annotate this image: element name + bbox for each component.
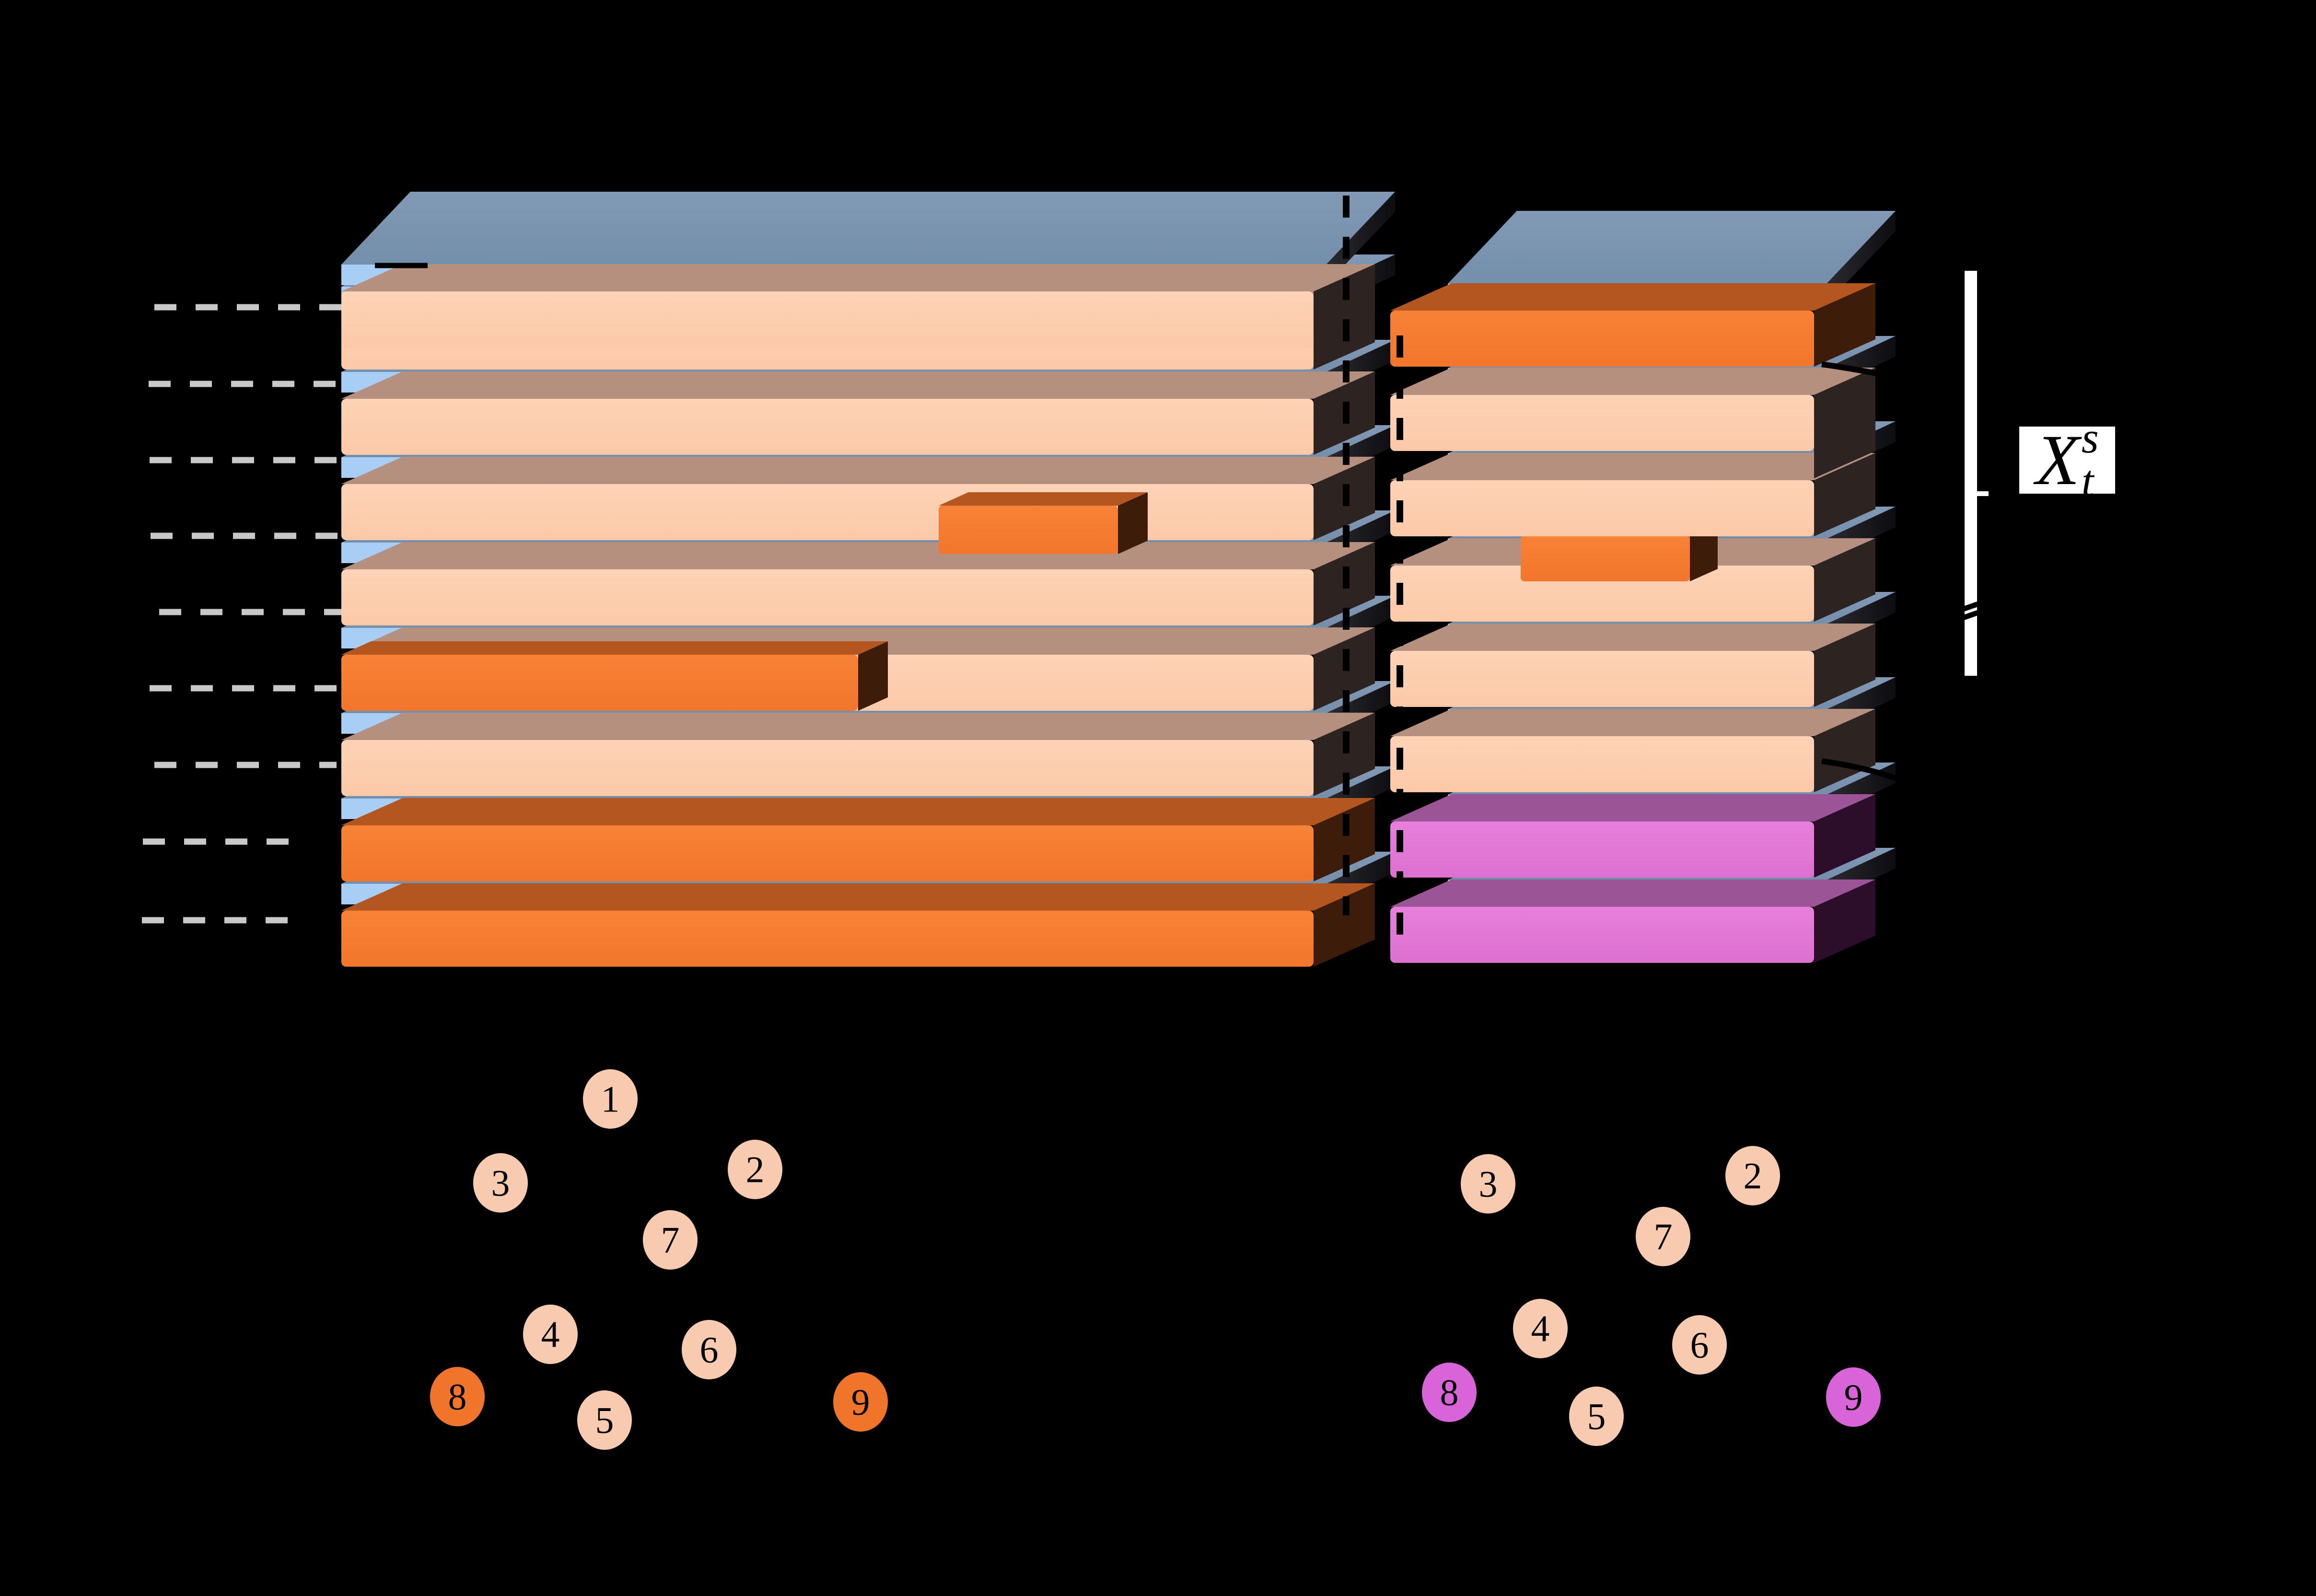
xts-label: X s t [2019,416,2115,505]
graph-node-circle [1672,1315,1727,1375]
graph-node-7[interactable]: 7 [643,1210,698,1270]
right-layer-4 [1390,507,1896,622]
leader-line-upper [1821,361,1953,392]
graph-node-7[interactable]: 7 [1636,1207,1690,1266]
left-highlight-block-layer6 [341,641,888,711]
graph-node-label: 4 [541,1314,560,1355]
graph-node-1[interactable]: 1 [583,1069,638,1129]
graph-node-circle [1725,1146,1780,1205]
graph-node-circle [430,1367,485,1426]
left-node-graph: 1 2 3 7 4 6 8 5 9 [430,1069,888,1450]
graph-node-circle [583,1069,638,1129]
graph-node-circle [1826,1367,1881,1427]
graph-node-6[interactable]: 6 [682,1320,736,1379]
graph-node-label: 3 [1479,1163,1498,1205]
graph-node-circle [1422,1363,1477,1422]
graph-node-label: 9 [1844,1376,1863,1418]
graph-node-6[interactable]: 6 [1672,1315,1727,1375]
graph-node-circle [728,1140,782,1199]
graph-node-circle [833,1372,888,1432]
left-layer-1 [341,192,1395,347]
leader-line-lower [1821,758,1954,804]
graph-node-label: 1 [601,1078,620,1120]
left-layer-stack [341,192,1395,967]
graph-node-circle [577,1390,632,1450]
xts-label-superscript: s [2081,413,2099,463]
right-layer-1 [1390,211,1896,367]
graph-node-label: 6 [700,1329,719,1371]
graph-node-label: 6 [1690,1324,1709,1366]
graph-node-label: 8 [1440,1372,1459,1413]
xts-label-scripts: s t [2081,416,2099,505]
leader-lines [1821,361,1954,804]
graph-node-5[interactable]: 5 [1569,1387,1624,1446]
graph-node-label: 2 [1744,1155,1762,1197]
graph-node-4[interactable]: 4 [1513,1299,1568,1358]
graph-node-label: 4 [1531,1308,1550,1350]
graph-node-3[interactable]: 3 [1461,1154,1515,1214]
graph-node-3[interactable]: 3 [473,1153,528,1213]
graph-node-circle [643,1210,698,1270]
graph-node-5[interactable]: 5 [577,1390,632,1450]
xts-label-base: X [2036,420,2080,500]
range-bracket [1958,271,1989,676]
right-layer-stack [1390,211,1896,963]
graph-node-circle [1513,1299,1568,1358]
graph-node-circle [523,1305,578,1364]
graph-node-8[interactable]: 8 [1422,1363,1477,1422]
graph-node-circle [1569,1387,1624,1446]
graph-node-label: 7 [661,1219,680,1261]
graph-node-label: 9 [851,1381,870,1423]
graph-node-label: 8 [448,1376,467,1418]
right-node-graph: 2 3 7 4 6 8 5 9 [1422,1146,1881,1446]
graph-node-9[interactable]: 9 [1826,1367,1881,1427]
graph-node-label: 5 [1587,1396,1606,1437]
graph-node-circle [1461,1154,1515,1214]
graph-node-9[interactable]: 9 [833,1372,888,1432]
graph-node-2[interactable]: 2 [1725,1146,1780,1205]
graph-node-8[interactable]: 8 [430,1367,485,1426]
graph-node-circle [682,1320,736,1379]
left-guide-lines [142,304,341,924]
left-highlight-block-layer4 [939,492,1148,554]
graph-node-2[interactable]: 2 [728,1140,782,1199]
graph-node-circle [473,1153,528,1213]
graph-node-label: 7 [1654,1216,1673,1258]
graph-node-circle [1636,1207,1690,1266]
graph-node-label: 2 [746,1149,765,1191]
graph-node-4[interactable]: 4 [523,1305,578,1364]
graph-node-label: 5 [595,1399,614,1441]
xts-label-subscript: t [2081,456,2094,505]
graph-node-label: 3 [491,1162,510,1204]
